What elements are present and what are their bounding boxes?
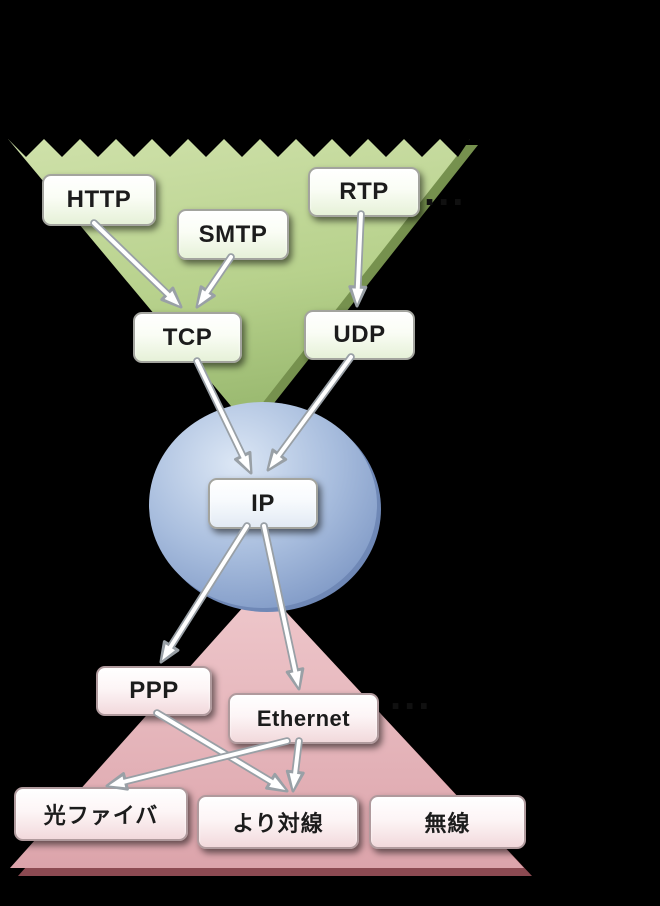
node-optical-fiber-label: 光ファイバ	[43, 803, 159, 828]
ellipsis-lower: ...	[390, 674, 433, 718]
node-twisted-pair-label: より対線	[232, 811, 324, 836]
node-ppp-label: PPP	[129, 677, 179, 704]
torn-edge-decoration	[8, 139, 470, 157]
node-ip-label: IP	[251, 489, 275, 517]
node-tcp: TCP	[133, 312, 242, 363]
node-http-label: HTTP	[66, 186, 132, 213]
node-ip: IP	[208, 478, 318, 529]
node-wireless: 無線	[369, 795, 526, 849]
node-smtp-label: SMTP	[198, 220, 268, 248]
node-ethernet: Ethernet	[228, 693, 379, 744]
node-rtp: RTP	[308, 167, 420, 217]
node-udp: UDP	[304, 310, 415, 360]
node-rtp-label: RTP	[339, 178, 389, 205]
node-wireless-label: 無線	[424, 811, 471, 836]
node-smtp: SMTP	[177, 209, 289, 260]
node-optical-fiber: 光ファイバ	[14, 787, 188, 841]
node-tcp-label: TCP	[162, 323, 213, 351]
node-ethernet-label: Ethernet	[256, 705, 351, 731]
node-ppp: PPP	[96, 666, 212, 716]
node-http: HTTP	[42, 174, 156, 226]
node-udp-label: UDP	[333, 321, 386, 348]
ellipsis-upper: ...	[424, 170, 467, 214]
node-twisted-pair: より対線	[197, 795, 359, 849]
